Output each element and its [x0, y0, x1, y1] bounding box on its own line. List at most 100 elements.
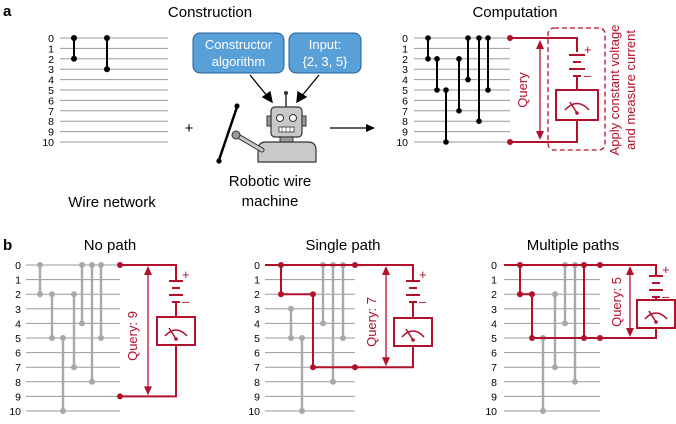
robotic-caption-line1: Robotic wire	[229, 173, 312, 190]
query-circuit-single-path: Query: 7 +–	[352, 262, 433, 371]
link-node	[485, 35, 491, 41]
panel-b-letter: b	[3, 237, 12, 254]
plus-sign: +	[185, 120, 194, 137]
input-box: Input: {2, 3, 5}	[288, 32, 362, 74]
link-node	[425, 56, 431, 62]
link-node	[37, 291, 43, 298]
query-arrow	[626, 266, 634, 337]
row-label: 6	[15, 348, 21, 360]
row-label: 6	[491, 348, 497, 360]
link-node	[79, 262, 85, 268]
query-5-label: Query: 5	[609, 277, 624, 327]
row-label: 7	[491, 362, 497, 374]
link-node	[98, 335, 104, 341]
row-label: 4	[402, 75, 408, 87]
row-label: 9	[48, 127, 54, 139]
link-node	[443, 87, 449, 93]
no-path-title: No path	[84, 237, 137, 254]
row-label: 7	[254, 362, 260, 374]
ammeter-icon	[636, 299, 676, 329]
flow-arrow	[330, 124, 375, 132]
row-label: 1	[491, 275, 497, 287]
row-label: 2	[254, 289, 260, 301]
battery-plus: +	[662, 262, 670, 277]
row-label: 8	[491, 377, 497, 389]
link-node	[340, 335, 346, 341]
input-label-line2: {2, 3, 5}	[303, 54, 348, 69]
link-node	[60, 408, 66, 414]
row-label: 3	[254, 304, 260, 316]
terminal-node	[117, 393, 123, 400]
apply-voltage-line1: Apply constant voltage	[607, 25, 622, 156]
link-node	[71, 364, 77, 371]
query-label: Query	[515, 72, 530, 108]
terminal-node	[352, 364, 358, 371]
link-node	[104, 66, 110, 73]
row-label: 5	[48, 85, 54, 97]
battery-plus: +	[419, 267, 427, 282]
link-node	[299, 408, 305, 414]
constructor-algorithm-box: Constructor algorithm	[192, 32, 285, 74]
row-label: 1	[254, 275, 260, 287]
link-node	[71, 55, 77, 62]
row-label: 4	[48, 75, 54, 87]
ammeter-icon	[393, 317, 433, 347]
battery-icon	[169, 280, 183, 303]
panel-a-letter: a	[3, 3, 12, 20]
battery-minus: –	[419, 294, 427, 309]
link-node	[320, 320, 326, 327]
battery-minus: –	[182, 294, 190, 309]
row-label: 5	[15, 333, 21, 345]
link-node	[485, 87, 491, 93]
query-arrow	[144, 266, 152, 396]
link-node	[299, 335, 305, 341]
robot-icon	[216, 91, 317, 164]
row-label: 10	[248, 406, 260, 418]
row-label: 0	[15, 260, 21, 272]
row-label: 10	[9, 406, 21, 418]
row-label: 7	[15, 362, 21, 374]
row-label: 1	[48, 43, 54, 55]
link-node	[465, 76, 471, 83]
row-label: 1	[402, 43, 408, 55]
link-node	[425, 35, 431, 41]
row-label: 4	[15, 318, 21, 330]
row-label: 6	[402, 95, 408, 107]
terminal-node	[597, 335, 603, 341]
link-node	[434, 56, 440, 62]
link-node	[572, 378, 578, 385]
link-node	[465, 35, 471, 41]
link-node	[71, 291, 77, 298]
circuit-wire	[600, 264, 657, 276]
row-label: 0	[491, 260, 497, 272]
link-node	[434, 87, 440, 93]
row-label: 3	[15, 304, 21, 316]
row-label: 7	[402, 106, 408, 118]
robotic-caption-line2: machine	[242, 193, 299, 210]
constructor-label-line2: algorithm	[212, 54, 265, 69]
row-label: 8	[48, 116, 54, 128]
battery-icon	[649, 275, 663, 298]
row-label: 5	[491, 333, 497, 345]
battery-minus: –	[584, 68, 592, 83]
terminal-node	[117, 262, 123, 268]
link-node	[49, 335, 55, 341]
row-label: 0	[48, 33, 54, 45]
row-label: 2	[48, 54, 54, 66]
row-label: 10	[42, 137, 54, 149]
link-node	[288, 335, 294, 341]
link-node	[49, 291, 55, 298]
row-label: 2	[15, 289, 21, 301]
row-label: 8	[254, 377, 260, 389]
link-node	[37, 262, 43, 268]
row-label: 1	[15, 275, 21, 287]
row-label: 10	[396, 137, 408, 149]
input-label-line1: Input:	[309, 37, 342, 52]
row-label: 6	[254, 348, 260, 360]
link-node	[552, 291, 558, 298]
query-arrow	[382, 266, 390, 367]
